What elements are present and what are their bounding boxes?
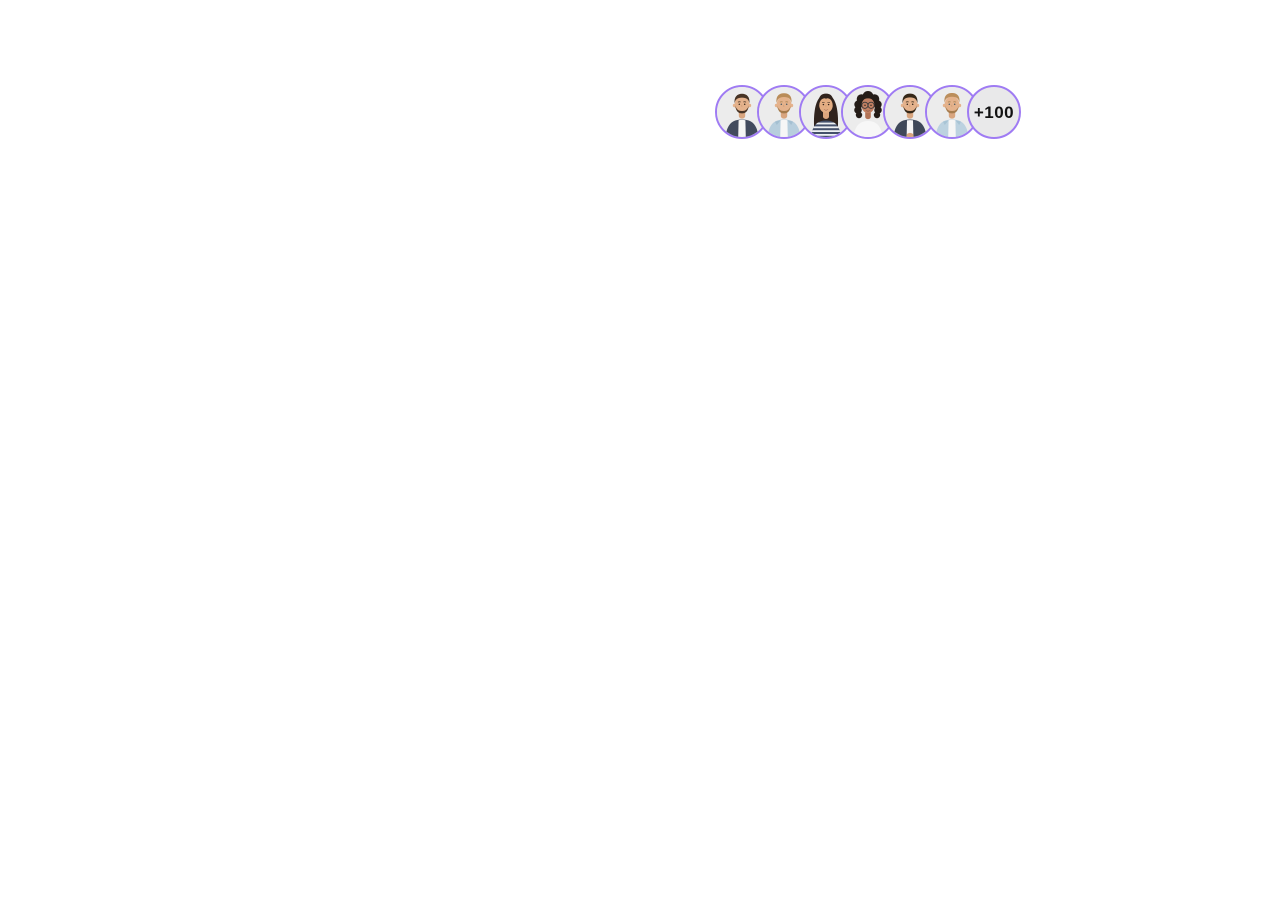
avatar-group: +100 [715,85,1021,139]
avatar-overflow-badge[interactable]: +100 [967,85,1021,139]
user-photo [759,87,809,137]
avatar-user-2[interactable] [757,85,811,139]
overflow-count-label: +100 [973,102,1015,122]
user-photo [885,87,935,137]
user-photo [717,87,767,137]
